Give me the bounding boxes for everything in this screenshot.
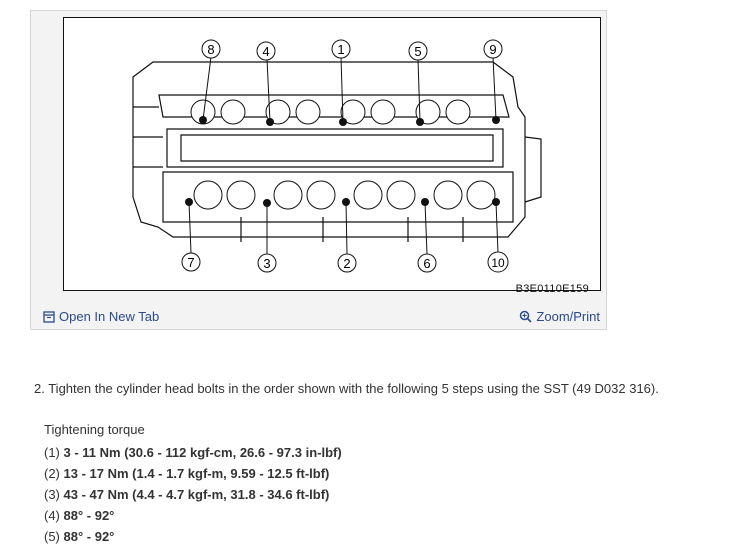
torque-step-value: 88° - 92° [63, 508, 115, 523]
torque-step-value: 88° - 92° [63, 529, 115, 544]
callout-label: 10 [491, 256, 505, 270]
callout-label: 9 [489, 42, 496, 57]
figure-card: 8 4 1 5 9 7 3 2 6 10 [30, 10, 607, 330]
torque-step-number: (3) [44, 487, 60, 502]
callout-label: 5 [414, 44, 421, 59]
zoom-print-link[interactable]: Zoom/Print [519, 309, 600, 324]
torque-step-value: 43 - 47 Nm (4.4 - 4.7 kgf-m, 31.8 - 34.6… [63, 487, 330, 502]
callout-label: 1 [337, 42, 344, 57]
open-tab-icon [43, 310, 55, 323]
cylinder-head-drawing: 8 4 1 5 9 7 3 2 6 10 [63, 17, 601, 291]
torque-step-value: 13 - 17 Nm (1.4 - 1.7 kgf-m, 9.59 - 12.5… [63, 466, 330, 481]
torque-step: (2) 13 - 17 Nm (1.4 - 1.7 kgf-m, 9.59 - … [44, 463, 342, 484]
top-callouts: 8 4 1 5 9 [201, 39, 503, 61]
bottom-cam-journals [193, 180, 496, 210]
torque-step-number: (1) [44, 445, 60, 460]
top-cam-bearings [190, 99, 471, 125]
open-new-tab-link[interactable]: Open In New Tab [43, 309, 159, 324]
callout-label: 6 [423, 256, 430, 271]
bottom-callouts: 7 3 2 6 10 [181, 251, 509, 273]
torque-step-number: (2) [44, 466, 60, 481]
torque-step-value: 3 - 11 Nm (30.6 - 112 kgf-cm, 26.6 - 97.… [63, 445, 342, 460]
open-new-tab-label: Open In New Tab [59, 309, 160, 324]
callout-leaders [188, 56, 499, 255]
torque-step-number: (5) [44, 529, 60, 544]
torque-step: (1) 3 - 11 Nm (30.6 - 112 kgf-cm, 26.6 -… [44, 442, 342, 463]
torque-step: (3) 43 - 47 Nm (4.4 - 4.7 kgf-m, 31.8 - … [44, 484, 342, 505]
magnifier-icon [520, 310, 532, 323]
callout-label: 4 [262, 44, 269, 59]
torque-heading: Tightening torque [44, 422, 145, 437]
torque-step-number: (4) [44, 508, 60, 523]
torque-step: (4) 88° - 92° [44, 505, 342, 526]
figure-code: B3E0110E159 [515, 283, 589, 295]
step-instruction: 2. Tighten the cylinder head bolts in th… [34, 381, 659, 396]
callout-label: 2 [343, 256, 350, 271]
callout-label: 7 [187, 255, 194, 270]
zoom-print-label: Zoom/Print [536, 309, 600, 324]
torque-list: (1) 3 - 11 Nm (30.6 - 112 kgf-cm, 26.6 -… [44, 442, 342, 547]
torque-step: (5) 88° - 92° [44, 526, 342, 547]
callout-label: 3 [263, 256, 270, 271]
cylinder-head-diagram: 8 4 1 5 9 7 3 2 6 10 [63, 17, 601, 295]
callout-label: 8 [207, 42, 214, 57]
engine-head-outline [132, 61, 542, 242]
